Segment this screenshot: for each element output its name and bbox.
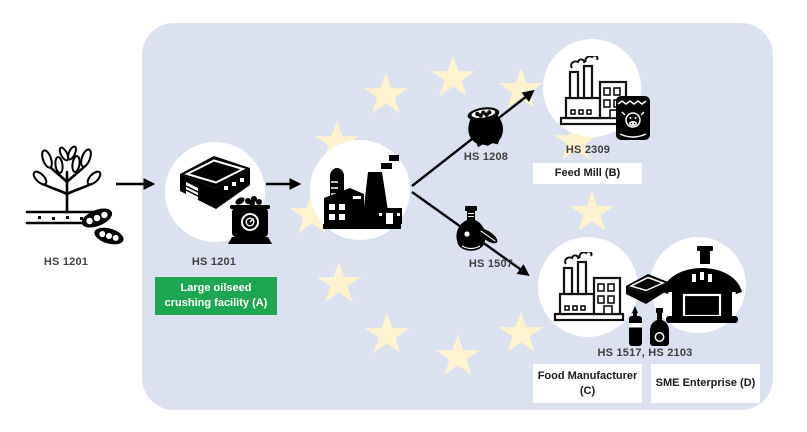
- farm-hs-code: HS 1201: [43, 256, 89, 268]
- barn-icon: [662, 246, 742, 323]
- margarine-tub-icon: [626, 274, 670, 304]
- warehouse-icon: [180, 156, 250, 209]
- feed-mill-hs-code: HS 2309: [565, 144, 611, 156]
- crusher-label-box: Large oilseed crushing facility (A): [155, 277, 277, 315]
- food-manufacturer-hs-code: HS 1517, HS 2103: [597, 347, 693, 359]
- food-manufacturer-label-box: Food Manufacturer (C): [533, 364, 642, 403]
- oilseed-press-icon: [228, 196, 272, 244]
- feed-mill-label-box: Feed Mill (B): [533, 163, 642, 184]
- feed-bag-icon: [616, 96, 650, 140]
- factory-icon: [323, 155, 402, 229]
- sauce-bottles-icon: [629, 306, 669, 346]
- food-factory-icon: [553, 252, 625, 322]
- sme-label-box: SME Enterprise (D): [651, 364, 760, 403]
- meal-hs-code: HS 1208: [463, 151, 509, 163]
- oil-hs-code: HS 1507: [468, 258, 514, 270]
- soybean-plant-icon: [25, 145, 124, 245]
- crusher-hs-code: HS 1201: [191, 256, 237, 268]
- oil-bottle-icon: [456, 206, 498, 251]
- meal-sack-icon: [467, 107, 503, 148]
